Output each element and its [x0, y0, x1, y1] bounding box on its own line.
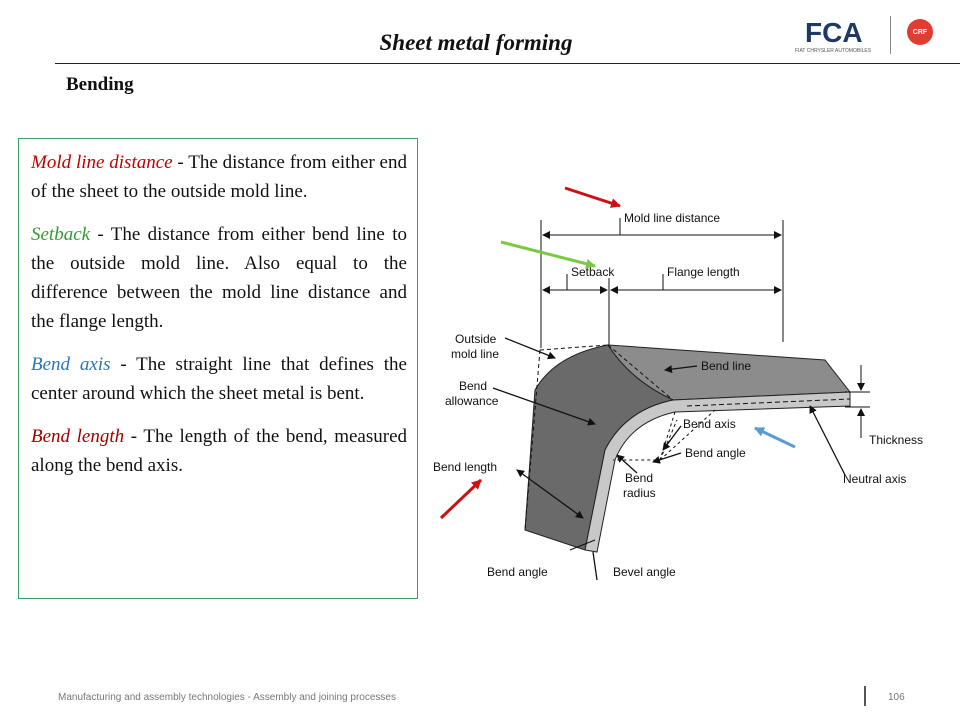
- bend-length-dimension: [516, 469, 584, 519]
- definition-bend-length: Bend length - The length of the bend, me…: [31, 422, 407, 480]
- label-setback: Setback: [571, 265, 615, 279]
- bend-axis-leader: [662, 425, 682, 451]
- label-bend-length: Bend length: [433, 460, 497, 474]
- label-bevel-angle: Bevel angle: [613, 565, 676, 579]
- title-rule: [55, 63, 960, 64]
- crf-badge-text: CRF: [913, 29, 928, 36]
- label-thickness: Thickness: [869, 433, 923, 447]
- section-subtitle: Bending: [66, 74, 134, 95]
- bend-line-leader: [664, 365, 698, 374]
- bend-radius-leader: [616, 454, 638, 474]
- label-neutral-axis: Neutral axis: [843, 472, 906, 486]
- term-setback: Setback: [31, 224, 91, 245]
- fca-logo-subtext: FIAT CHRYSLER AUTOMOBILES: [795, 48, 872, 54]
- neutral-axis-line: [686, 398, 851, 407]
- sheet-thickness-edge: [584, 391, 851, 553]
- label-bend-allowance-2: allowance: [445, 394, 499, 408]
- definition-mold-line-distance: Mold line distance - The distance from e…: [31, 148, 407, 206]
- neutral-axis-leader: [809, 405, 846, 476]
- label-bend-line: Bend line: [701, 359, 751, 373]
- desc-setback: - The distance from either bend line to …: [31, 224, 407, 332]
- definition-bend-axis: Bend axis - The straight line that defin…: [31, 350, 407, 408]
- term-mold-line-distance: Mold line distance: [31, 152, 173, 173]
- green-pointer-setback: [500, 240, 596, 269]
- label-bend-allowance-1: Bend: [459, 379, 487, 393]
- desc-bend-length: - The length of the bend, measured along…: [31, 426, 407, 476]
- definitions-box: Mold line distance - The distance from e…: [18, 138, 418, 599]
- page-title: Sheet metal forming: [379, 30, 573, 55]
- bend-allowance-leader: [492, 387, 596, 426]
- definition-setback: Setback - The distance from either bend …: [31, 220, 407, 336]
- fca-logo-text: FCA: [805, 17, 863, 48]
- label-flange-length: Flange length: [667, 265, 740, 279]
- fca-logo: FCA FIAT CHRYSLER AUTOMOBILES CRF: [795, 16, 933, 54]
- bend-diagram: Mold line distance Setback Flange length…: [433, 186, 923, 581]
- label-bend-angle-bottom: Bend angle: [487, 565, 548, 579]
- term-bend-length: Bend length: [31, 426, 125, 447]
- label-outside-mold-line-1: Outside: [455, 332, 497, 346]
- desc-mold-line-distance: - The distance from either end of the sh…: [31, 152, 407, 202]
- label-outside-mold-line-2: mold line: [451, 347, 499, 361]
- label-mold-line-distance: Mold line distance: [624, 211, 720, 225]
- bend-angle-leader: [652, 452, 682, 464]
- footer-divider: [864, 686, 866, 706]
- footer-text: Manufacturing and assembly technologies …: [58, 692, 396, 703]
- bend-angle-bottom-leader: [569, 539, 596, 551]
- label-bend-radius-1: Bend: [625, 471, 653, 485]
- crf-badge-icon: [907, 19, 933, 45]
- term-bend-axis: Bend axis: [31, 354, 111, 375]
- bevel-angle-leader: [592, 551, 598, 581]
- blue-pointer-bend-axis: [754, 426, 796, 449]
- desc-bend-axis: - The straight line that defines the cen…: [31, 354, 407, 404]
- label-bend-axis: Bend axis: [683, 417, 736, 431]
- logo-divider: [890, 16, 891, 54]
- label-bend-radius-2: radius: [623, 486, 656, 500]
- page-number: 106: [888, 692, 905, 703]
- red-pointer-bend-length: [439, 478, 483, 520]
- outside-mold-line-leader: [504, 337, 556, 360]
- red-pointer-mold-line: [564, 186, 621, 208]
- label-bend-angle-right: Bend angle: [685, 446, 746, 460]
